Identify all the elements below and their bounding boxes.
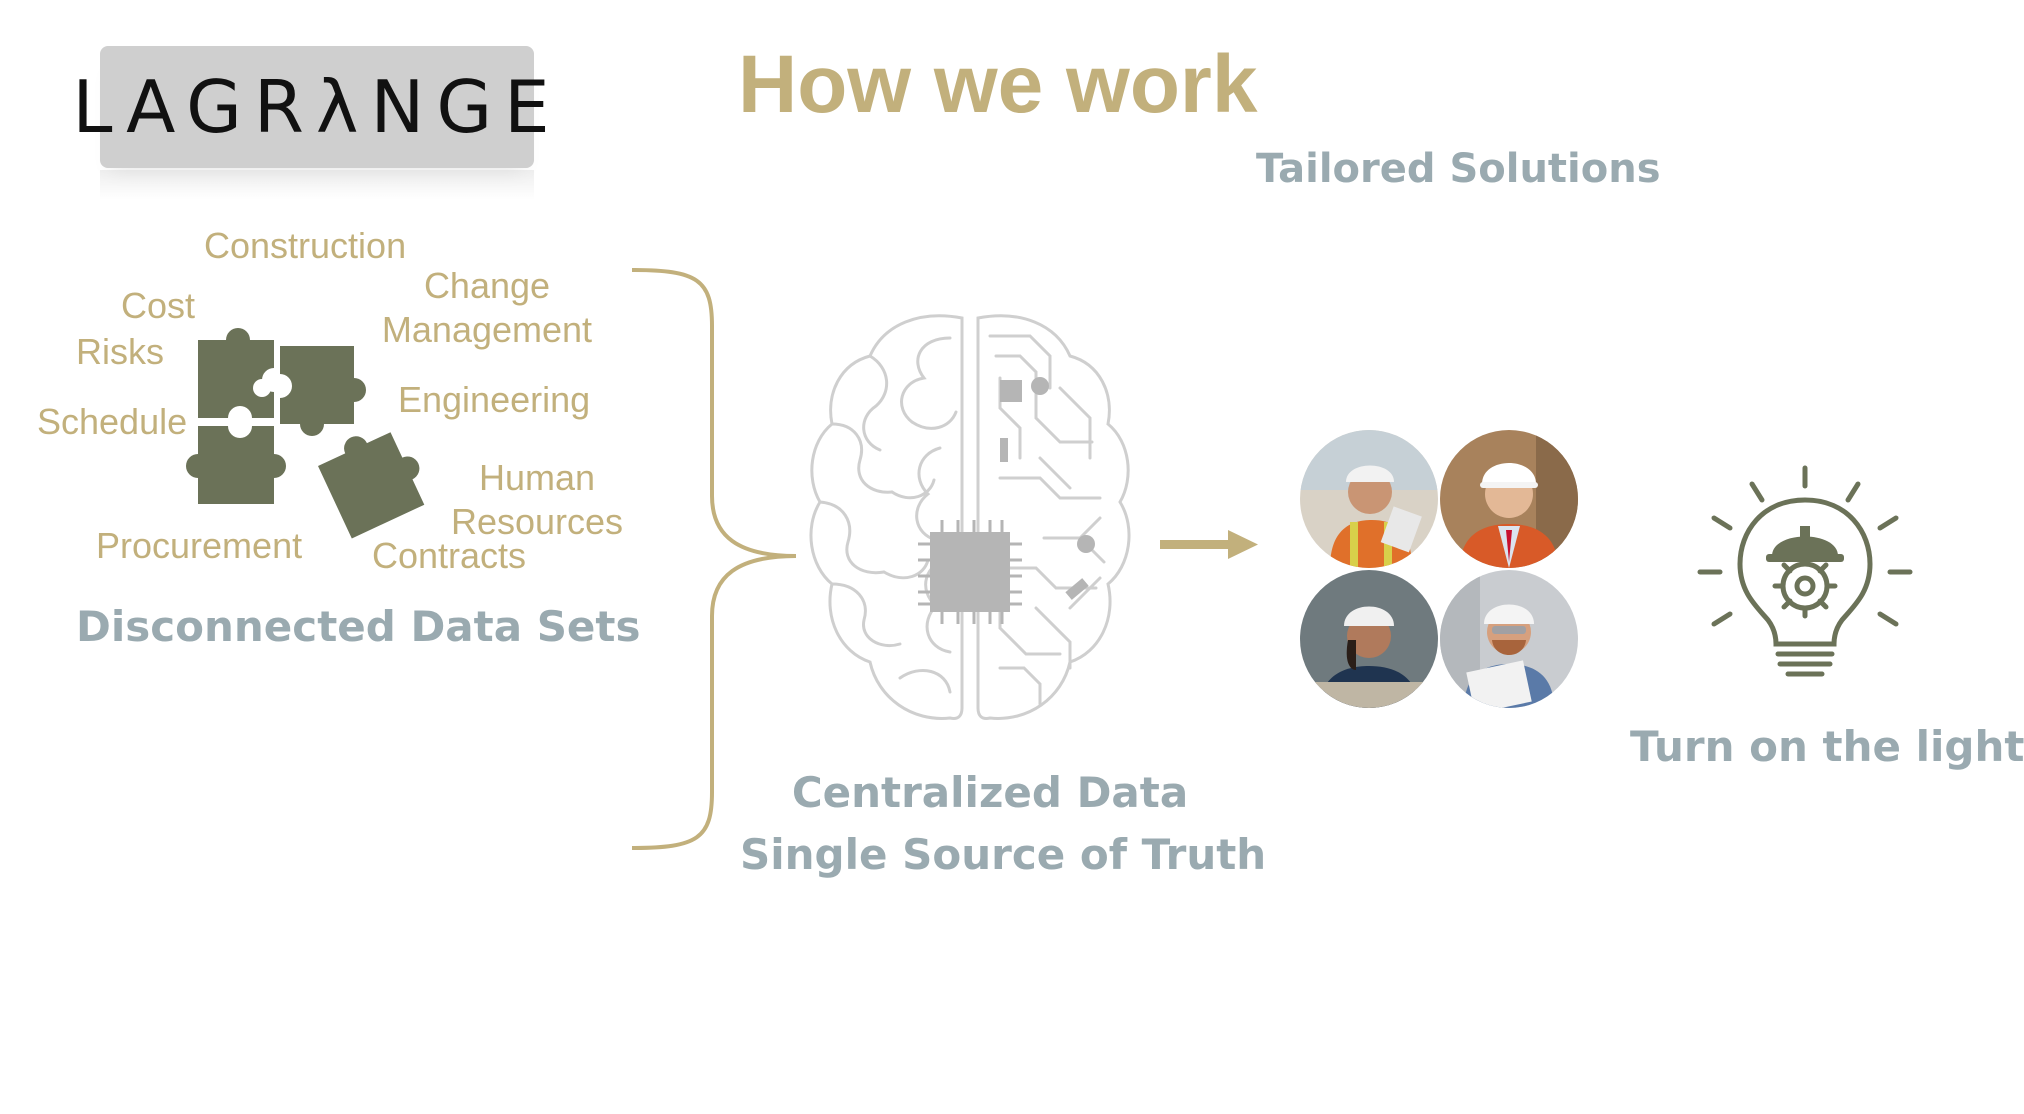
label-construction: Construction [204,225,407,266]
centralized-line-1: Centralized Data [791,768,1189,817]
curly-brace [631,268,797,850]
label-human-resources: Human Resources [450,457,624,542]
worker-photo-3 [1300,570,1438,708]
arrow-right-icon [1160,530,1258,559]
logo-reflection [100,170,534,200]
page-title: How we work [738,39,1258,130]
label-contracts: Contracts [372,535,527,576]
centralized-data-caption: Centralized Data Single Source of Truth [740,762,1267,886]
turn-on-lights-caption: Turn on the lights [1630,722,2024,771]
worker-photo-2 [1440,430,1578,568]
label-cost: Cost [121,285,196,326]
logo-text: LAGRλNGE [72,65,562,149]
label-change-management: Change Management [381,265,593,350]
centralized-line-2: Single Source of Truth [740,830,1267,879]
label-engineering: Engineering [398,379,591,420]
tailored-solutions-heading: Tailored Solutions [1256,146,1661,192]
company-logo: LAGRλNGE [72,46,550,168]
worker-photo-4 [1440,570,1578,708]
brain-circuit-icon [809,314,1131,720]
lightbulb-hardhat-icon [1697,465,1913,677]
disconnected-data-caption: Disconnected Data Sets [76,602,641,651]
label-schedule: Schedule [37,401,188,442]
puzzle-icon [186,328,425,539]
label-procurement: Procurement [96,525,303,566]
label-risks: Risks [76,331,164,372]
worker-photo-1 [1300,430,1438,568]
